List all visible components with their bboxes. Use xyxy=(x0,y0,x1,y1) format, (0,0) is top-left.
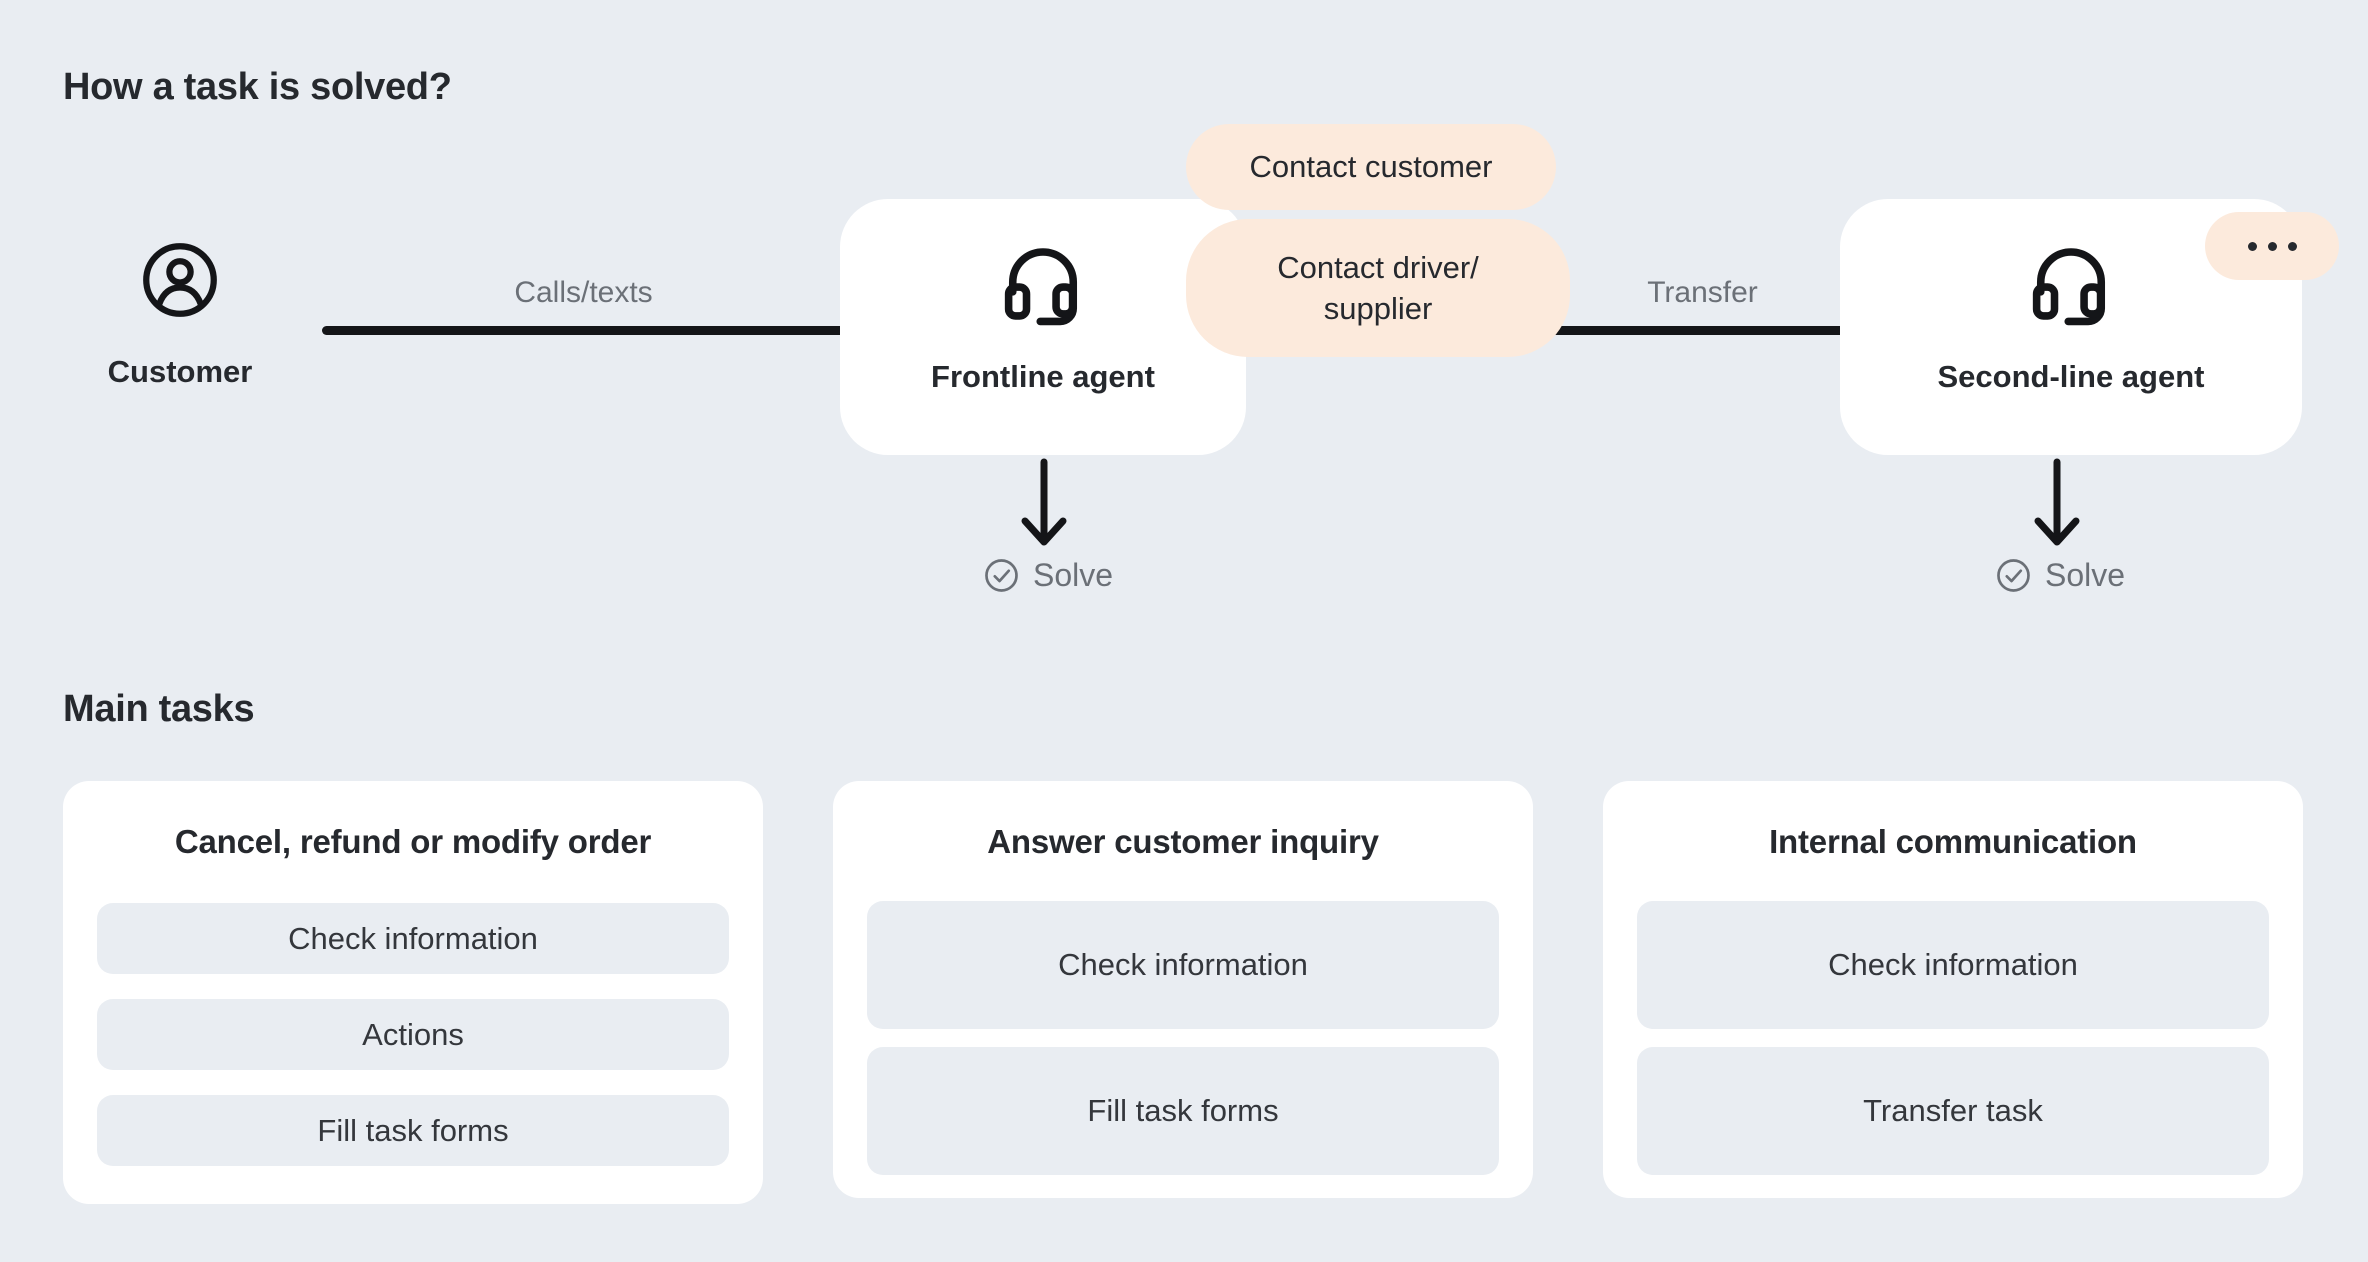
task-card-answer-customer-inquiry: Answer customer inquiry Check informatio… xyxy=(833,781,1533,1198)
task-row-fill-task-forms: Fill task forms xyxy=(867,1047,1499,1175)
down-arrow-icon xyxy=(2025,458,2089,550)
headset-icon xyxy=(2027,199,2115,329)
customer-label: Customer xyxy=(107,354,253,389)
edge-label-calls-texts: Calls/texts xyxy=(514,276,653,309)
user-circle-icon xyxy=(140,240,220,320)
task-card-title: Cancel, refund or modify order xyxy=(174,823,652,860)
frontline-agent-card: Frontline agent xyxy=(840,199,1246,455)
solve-label: Solve xyxy=(2044,557,2126,593)
down-arrow-icon xyxy=(1012,458,1076,550)
badge-contact-driver-supplier: Contact driver/ supplier xyxy=(1186,219,1570,357)
solve-label: Solve xyxy=(1032,557,1114,593)
customer-node: Customer xyxy=(80,240,280,390)
check-circle-icon xyxy=(983,557,1020,594)
task-card-cancel-refund-modify-order: Cancel, refund or modify order Check inf… xyxy=(63,781,763,1204)
main-tasks-cards: Cancel, refund or modify order Check inf… xyxy=(63,781,2303,1204)
badge-contact-customer: Contact customer xyxy=(1186,124,1556,210)
task-row-fill-task-forms: Fill task forms xyxy=(97,1095,729,1166)
page-title: How a task is solved? xyxy=(63,66,452,108)
task-row-check-information: Check information xyxy=(97,903,729,974)
frontline-agent-label: Frontline agent xyxy=(931,359,1155,394)
ellipsis-icon xyxy=(2247,241,2297,251)
task-row-actions: Actions xyxy=(97,999,729,1070)
more-options-badge xyxy=(2205,212,2339,280)
edge-label-transfer: Transfer xyxy=(1647,276,1758,309)
main-tasks-title: Main tasks xyxy=(63,688,255,730)
task-row-check-information: Check information xyxy=(867,901,1499,1029)
task-row-transfer-task: Transfer task xyxy=(1637,1047,2269,1175)
task-rows: Check information Transfer task xyxy=(1637,901,2269,1175)
task-card-title: Answer customer inquiry xyxy=(987,823,1379,860)
headset-icon xyxy=(999,199,1087,329)
task-row-check-information: Check information xyxy=(1637,901,2269,1029)
task-rows: Check information Fill task forms xyxy=(867,901,1499,1175)
edge-customer-to-frontline xyxy=(322,326,852,335)
edge-frontline-to-secondline xyxy=(1500,326,1845,335)
task-rows: Check information Actions Fill task form… xyxy=(97,903,729,1166)
check-circle-icon xyxy=(1995,557,2032,594)
badge-contact-driver-line2: supplier xyxy=(1323,291,1433,326)
task-card-title: Internal communication xyxy=(1769,823,2137,860)
frontline-solve: Solve xyxy=(983,557,1113,594)
second-line-agent-label: Second-line agent xyxy=(1937,359,2205,394)
second-line-solve: Solve xyxy=(1995,557,2125,594)
badge-contact-driver-line1: Contact driver/ xyxy=(1277,250,1479,285)
task-card-internal-communication: Internal communication Check information… xyxy=(1603,781,2303,1198)
